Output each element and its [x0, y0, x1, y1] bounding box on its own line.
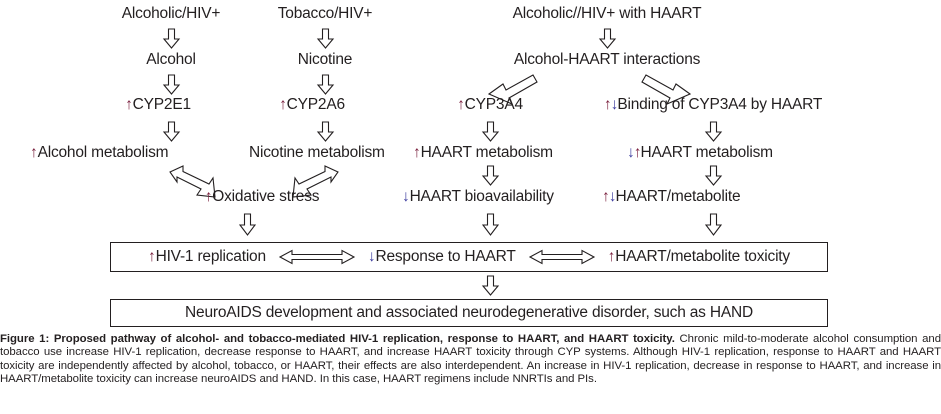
node-cyp2e1-label: CYP2E1 [132, 96, 191, 113]
increase-arrow-icon: ↑ [413, 144, 421, 161]
increase-arrow-icon: ↑ [204, 188, 213, 205]
node-haart-metabolite-label: HAART/metabolite [615, 188, 741, 205]
pathway-diagram: Alcoholic/HIV+ Alcohol ↑CYP2E1 ↑Alcohol … [30, 5, 828, 327]
block-arrow-down-alcohol-3 [162, 121, 181, 142]
node-haart-metabolite: ↑↓HAART/metabolite [602, 188, 741, 206]
block-arrow-down-alcohol-1 [162, 28, 181, 49]
node-nicotine-metabolism: Nicotine metabolism [249, 144, 385, 161]
block-arrow-down-cyp3a4-2 [481, 165, 500, 186]
final-outcome-label: NeuroAIDS development and associated neu… [185, 304, 753, 321]
block-arrow-down-to-final [481, 275, 500, 296]
increase-arrow-icon: ↑ [602, 188, 610, 205]
increase-decrease-arrow-icon: ↑↓ [602, 188, 616, 205]
figure-caption: Figure 1: Proposed pathway of alcohol- a… [0, 333, 941, 387]
node-binding-cyp3a4-haart: ↑↓Binding of CYP3A4 by HAART [604, 96, 822, 114]
figure-caption-lead: Figure 1: Proposed pathway of alcohol- a… [0, 333, 675, 345]
node-nicotine: Nicotine [297, 51, 353, 68]
outcome-item-haart-toxicity-label: HAART/metabolite toxicity [615, 248, 790, 265]
block-arrow-down-tobacco-2 [316, 74, 335, 95]
node-haart-metabolism-left-label: HAART metabolism [420, 144, 554, 161]
node-cyp2a6: ↑CYP2A6 [279, 96, 345, 114]
block-arrow-down-cyp3a4-3 [481, 213, 500, 236]
block-arrow-down-alcohol-2 [162, 74, 181, 95]
outcome-item-response-haart: ↓Response to HAART [368, 248, 516, 266]
node-cyp2a6-label: CYP2A6 [286, 96, 345, 113]
block-arrow-down-binding-1 [704, 121, 723, 142]
node-cyp3a4: ↑CYP3A4 [457, 96, 523, 114]
node-binding-cyp3a4-haart-label: Binding of CYP3A4 by HAART [617, 96, 823, 113]
bidirectional-arrow-right [528, 249, 595, 265]
decrease-arrow-icon: ↓ [402, 188, 410, 205]
node-alcohol-metabolism: ↑Alcohol metabolism [30, 144, 169, 162]
outcome-item-response-haart-label: Response to HAART [375, 248, 516, 265]
increase-arrow-icon: ↑ [603, 96, 612, 113]
increase-arrow-icon: ↑ [279, 96, 287, 113]
node-alcoholic-hiv-header: Alcoholic/HIV+ [121, 5, 221, 22]
decrease-increase-arrow-icon: ↓↑ [627, 144, 641, 161]
node-oxidative-stress: ↑Oxidative stress [205, 188, 320, 206]
decrease-arrow-icon: ↓ [627, 144, 635, 161]
node-haart-bioavailability-label: HAART bioavailability [409, 188, 554, 205]
outcome-item-hiv-replication: ↑HIV-1 replication [148, 248, 266, 266]
bidirectional-arrow-left [278, 249, 356, 265]
node-alcohol: Alcohol [146, 51, 196, 68]
block-arrow-down-binding-2 [704, 165, 723, 186]
node-cyp2e1: ↑CYP2E1 [125, 96, 191, 114]
node-alcohol-metabolism-label: Alcohol metabolism [37, 144, 169, 161]
increase-arrow-icon: ↑ [633, 144, 642, 161]
decrease-arrow-icon: ↓ [608, 188, 617, 205]
increase-arrow-icon: ↑ [607, 248, 616, 265]
block-arrow-down-oxidative [238, 213, 257, 236]
block-arrow-down-tobacco-3 [316, 121, 335, 142]
node-tobacco-hiv-header: Tobacco/HIV+ [277, 5, 373, 22]
node-alcoholic-hiv-haart-header: Alcoholic//HIV+ with HAART [512, 5, 702, 22]
figure-caption-body: Chronic mild-to-moderate alcohol consump… [0, 333, 941, 386]
decrease-arrow-icon: ↓ [610, 96, 619, 113]
decrease-arrow-icon: ↓ [367, 248, 376, 265]
block-arrow-down-cyp3a4-1 [481, 121, 500, 142]
outcome-box: ↑HIV-1 replication ↓Response to HAART ↑H… [110, 242, 828, 272]
increase-arrow-icon: ↑ [125, 96, 133, 113]
increase-decrease-arrow-icon: ↑↓ [604, 96, 618, 113]
final-outcome-box: NeuroAIDS development and associated neu… [110, 299, 828, 327]
node-haart-metabolism-right-label: HAART metabolism [640, 144, 774, 161]
node-alcohol-haart-interactions: Alcohol-HAART interactions [513, 51, 701, 68]
increase-arrow-icon: ↑ [30, 144, 38, 161]
outcome-item-hiv-replication-label: HIV-1 replication [155, 248, 267, 265]
block-arrow-down-binding-3 [704, 213, 723, 236]
increase-arrow-icon: ↑ [457, 96, 465, 113]
node-cyp3a4-label: CYP3A4 [464, 96, 523, 113]
increase-arrow-icon: ↑ [148, 248, 156, 265]
node-oxidative-stress-label: Oxidative stress [212, 188, 320, 205]
node-haart-bioavailability: ↓HAART bioavailability [402, 188, 554, 206]
block-arrow-down-tobacco-1 [316, 28, 335, 49]
outcome-item-haart-toxicity: ↑HAART/metabolite toxicity [607, 248, 791, 266]
node-haart-metabolism-left: ↑HAART metabolism [413, 144, 553, 162]
block-arrow-down-haart-1 [598, 28, 617, 49]
node-haart-metabolism-right: ↓↑HAART metabolism [627, 144, 773, 162]
